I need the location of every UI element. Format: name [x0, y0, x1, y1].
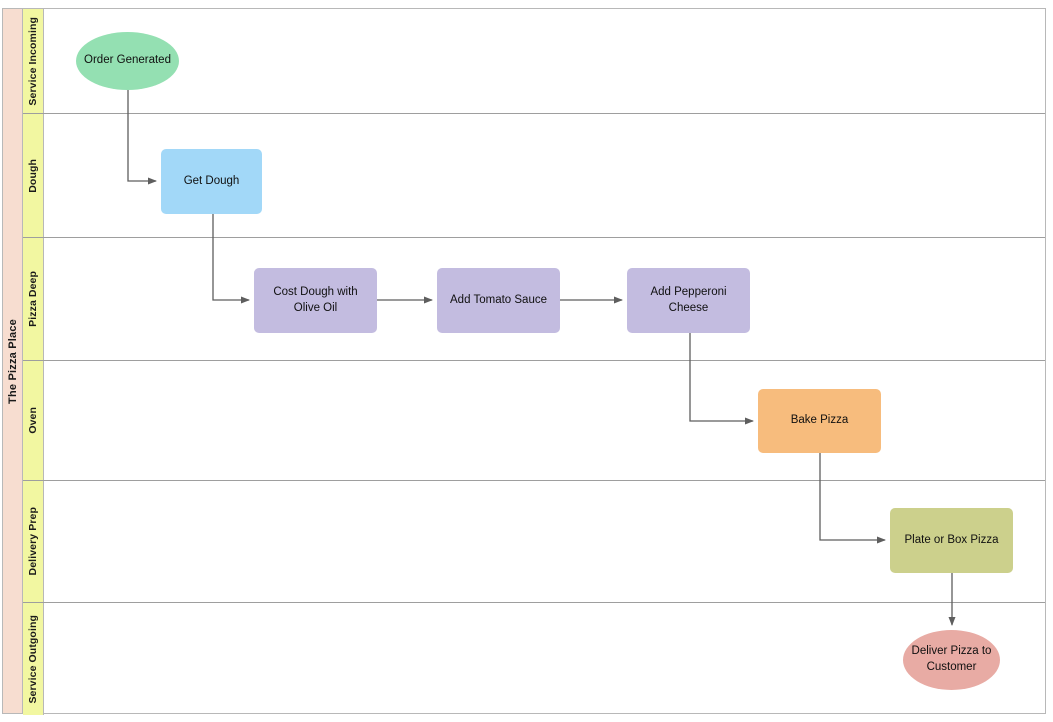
lane-label-delivery-prep: Delivery Prep	[27, 507, 39, 576]
node-order-generated[interactable]: Order Generated	[76, 32, 179, 90]
lane-dough[interactable]: Dough	[23, 114, 1045, 238]
node-label-order-generated: Order Generated	[84, 54, 171, 67]
lane-header-service-incoming[interactable]: Service Incoming	[23, 9, 44, 113]
lane-oven[interactable]: Oven	[23, 361, 1045, 481]
lane-header-delivery-prep[interactable]: Delivery Prep	[23, 481, 44, 602]
node-label-bake-pizza: Bake Pizza	[790, 414, 849, 427]
node-deliver-pizza[interactable]: Deliver Pizza to Customer	[903, 630, 1000, 690]
lane-pizza-deep[interactable]: Pizza Deep	[23, 238, 1045, 361]
node-label-add-tomato-sauce: Add Tomato Sauce	[450, 293, 547, 306]
node-get-dough[interactable]: Get Dough	[161, 149, 262, 214]
lane-header-oven[interactable]: Oven	[23, 361, 44, 480]
lane-delivery-prep[interactable]: Delivery Prep	[23, 481, 1045, 603]
node-bake-pizza[interactable]: Bake Pizza	[758, 389, 881, 453]
node-add-tomato-sauce[interactable]: Add Tomato Sauce	[437, 268, 560, 333]
pool-title: The Pizza Place	[6, 318, 19, 404]
node-add-pepperoni[interactable]: Add Pepperoni Cheese	[627, 268, 750, 333]
pool-header[interactable]: The Pizza Place	[3, 9, 23, 713]
lane-header-pizza-deep[interactable]: Pizza Deep	[23, 238, 44, 360]
lane-label-pizza-deep: Pizza Deep	[27, 271, 39, 327]
lane-label-oven: Oven	[27, 407, 39, 434]
node-plate-or-box[interactable]: Plate or Box Pizza	[890, 508, 1013, 573]
lane-label-service-outgoing: Service Outgoing	[27, 614, 39, 704]
lane-service-incoming[interactable]: Service Incoming	[23, 9, 1045, 114]
lane-service-outgoing[interactable]: Service Outgoing	[23, 603, 1045, 715]
lane-label-service-incoming: Service Incoming	[27, 16, 39, 106]
lane-header-service-outgoing[interactable]: Service Outgoing	[23, 603, 44, 715]
lane-header-dough[interactable]: Dough	[23, 114, 44, 237]
lane-label-dough: Dough	[27, 158, 39, 193]
node-label-add-pepperoni: Add Pepperoni Cheese	[650, 285, 727, 314]
node-label-coat-dough: Cost Dough with Olive Oil	[273, 285, 358, 314]
node-coat-dough[interactable]: Cost Dough with Olive Oil	[254, 268, 377, 333]
node-label-get-dough: Get Dough	[183, 174, 240, 187]
node-label-plate-or-box: Plate or Box Pizza	[904, 533, 999, 546]
node-label-deliver-pizza: Deliver Pizza to Customer	[911, 645, 992, 673]
